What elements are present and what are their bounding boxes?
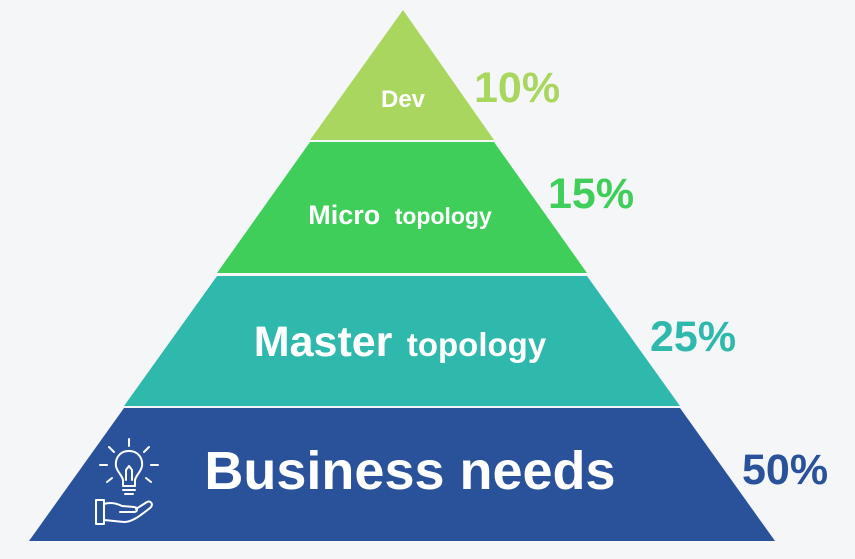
level-master-label: Master topology [254,318,547,366]
lightbulb-hand-icon [95,438,159,525]
level-micro-label-sub: topology [395,203,492,229]
level-dev-percent: 10% [474,64,560,112]
level-micro-percent: 15% [548,170,634,218]
level-business-shape [29,408,775,541]
level-micro-label: Micro topology [308,200,492,230]
level-master-label-sub: topology [407,326,547,363]
level-business-label: Business needs [204,441,615,501]
level-micro-label-main: Micro [308,200,380,230]
level-business-percent: 50% [742,446,828,494]
level-micro-shape [217,142,587,273]
level-master-label-main: Master [254,318,393,366]
level-master-percent: 25% [650,313,736,361]
level-dev-shape [310,10,494,140]
level-master-shape [124,276,680,406]
level-dev-label: Dev [381,86,426,113]
